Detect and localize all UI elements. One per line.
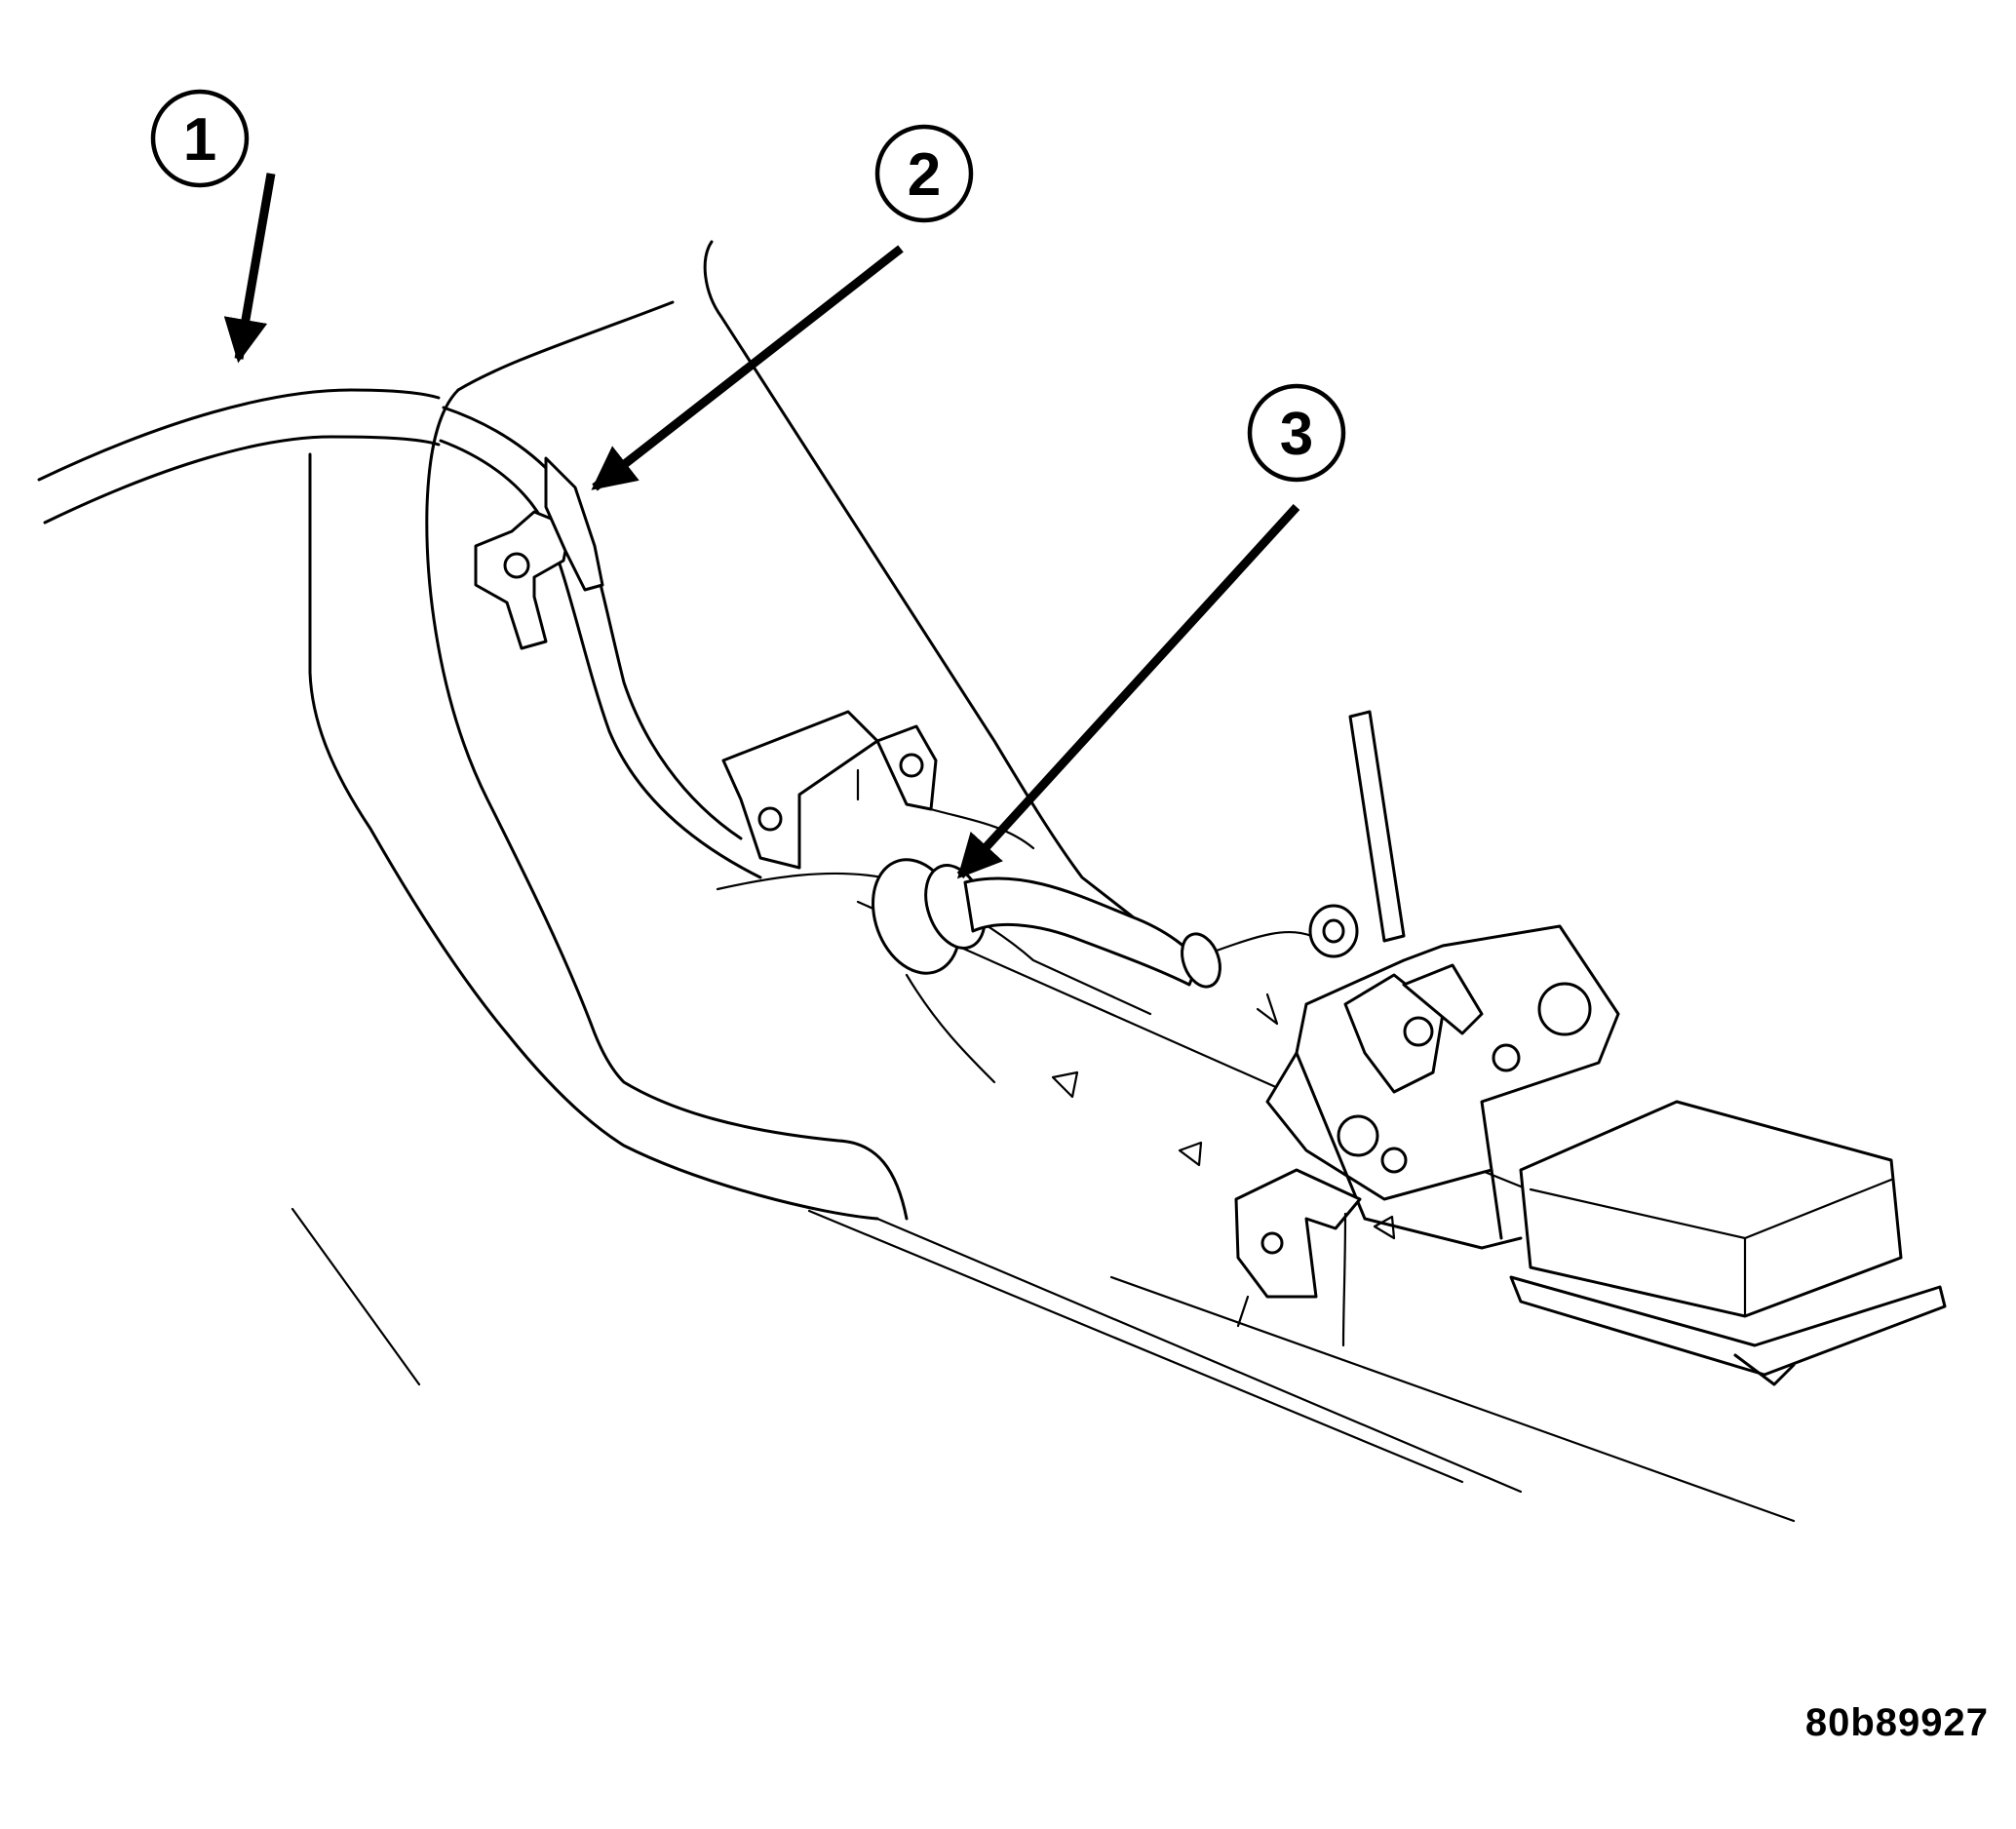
callout-circle-icon <box>150 89 250 188</box>
mounting-bracket-middle <box>721 710 1035 870</box>
tunnel-hump <box>703 240 1747 1279</box>
mounting-bracket-upper <box>474 456 604 650</box>
callout-circle-icon <box>1247 383 1346 483</box>
control-module <box>1509 1100 1947 1386</box>
shifter-assembly <box>1265 710 1620 1250</box>
callout-number: 2 <box>908 141 941 209</box>
mounting-bracket-lower <box>1234 1168 1362 1347</box>
harness-grommet <box>872 858 1359 989</box>
direction-tick-marks <box>1051 992 1396 1240</box>
figure-id: 80b89927 <box>1804 1701 1989 1744</box>
callout-1: 1 <box>150 89 250 188</box>
callout-circle-icon <box>874 124 974 223</box>
floor-tunnel-outline <box>291 300 1796 1523</box>
callout-leaders <box>223 173 1300 879</box>
callout-3: 3 <box>1247 383 1346 483</box>
callout-number: 3 <box>1280 401 1313 468</box>
callout-number: 1 <box>183 106 216 174</box>
callout-2: 2 <box>874 124 974 223</box>
wiring-harness <box>37 388 762 879</box>
